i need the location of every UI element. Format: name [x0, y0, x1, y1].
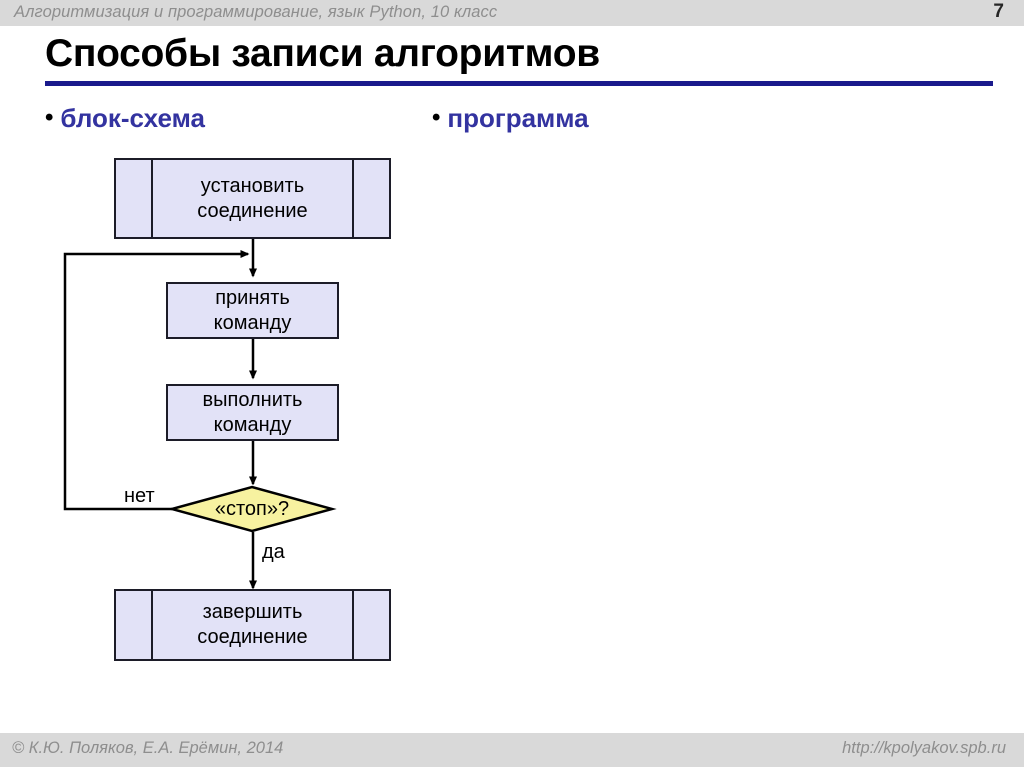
bullet-label-programma: программа [447, 103, 589, 133]
page-title: Способы записи алгоритмов [45, 32, 600, 75]
page-number: 7 [993, 1, 1004, 22]
node-label: выполнить команду [202, 388, 303, 436]
bullet-label-blok-shema: блок-схема [60, 103, 205, 133]
node-label: принять команду [213, 286, 292, 334]
bullet-marker-icon: • [432, 104, 441, 131]
node-label: установить соединение [197, 174, 308, 222]
slide-header-bar: Алгоритмизация и программирование, язык … [0, 0, 1024, 26]
node-prinyat-komandu: принять команду [166, 282, 339, 339]
node-zavershit-soedinenie: завершить соединение [114, 589, 391, 661]
predefined-process-left-bar [151, 591, 153, 659]
edge-label-yes: да [262, 541, 285, 563]
node-ustanovit-soedinenie: установить соединение [114, 158, 391, 239]
node-label-check: «стоп»? [214, 498, 290, 520]
title-underline-rule [45, 81, 993, 86]
bullet-programma: •программа [432, 103, 589, 134]
node-label: завершить соединение [197, 601, 308, 648]
predefined-process-right-bar [352, 160, 354, 237]
predefined-process-right-bar [352, 591, 354, 659]
copyright-text: © К.Ю. Поляков, Е.А. Ерёмин, 2014 [12, 739, 284, 757]
bullet-marker-icon: • [45, 104, 54, 131]
bullet-blok-shema: •блок-схема [45, 103, 205, 134]
slide-footer-bar: © К.Ю. Поляков, Е.А. Ерёмин, 2014 http:/… [0, 733, 1024, 767]
website-url[interactable]: http://kpolyakov.spb.ru [842, 739, 1006, 757]
edge-check-no-loop-back [63, 250, 250, 511]
edge-label-no: нет [124, 485, 155, 507]
course-title: Алгоритмизация и программирование, язык … [14, 3, 498, 21]
node-vypolnit-komandu: выполнить команду [166, 384, 339, 441]
node-check-decision-shape [167, 485, 337, 533]
predefined-process-left-bar [151, 160, 153, 237]
